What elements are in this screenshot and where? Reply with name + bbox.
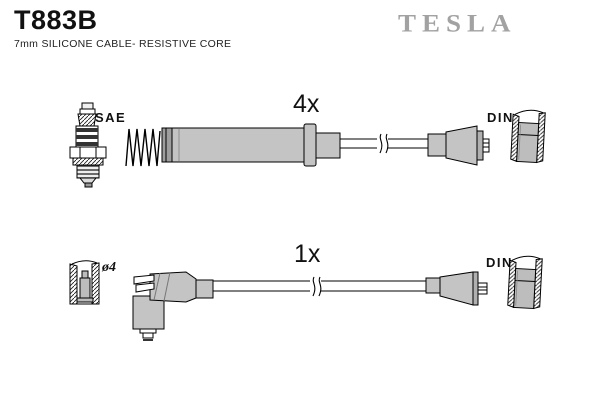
socket-4mm-cutaway-icon <box>69 260 100 305</box>
header: T883B 7mm SILICONE CABLE- RESISTIVE CORE <box>14 5 232 50</box>
diameter-4mm-label: ø4 <box>101 260 116 275</box>
straight-boot-icon <box>161 123 341 167</box>
sae-label: SAE <box>95 110 126 125</box>
din-label-bottom: DIN <box>486 255 513 270</box>
spark-plug-icon <box>69 102 107 188</box>
cable-break-icon-bottom <box>309 276 322 297</box>
din-socket-cutaway-icon-top <box>510 108 546 164</box>
top-cable-assembly: SAE 4x DIN <box>69 90 546 188</box>
din-socket-cutaway-icon-bottom <box>507 254 543 310</box>
tesla-logo: TESLA <box>398 9 517 37</box>
din-label-top: DIN <box>487 110 514 125</box>
bottom-cable-assembly: ø4 1x DIN <box>69 240 543 341</box>
angled-boot-icon <box>132 271 214 341</box>
distributor-connector-top <box>427 125 490 166</box>
product-subtitle: 7mm SILICONE CABLE- RESISTIVE CORE <box>14 37 232 50</box>
distributor-connector-bottom <box>425 271 488 306</box>
top-quantity-label: 4x <box>293 90 320 118</box>
coil-spring-icon <box>125 128 161 167</box>
part-number: T883B <box>14 5 98 35</box>
cable-break-icon <box>376 133 389 154</box>
bottom-quantity-label: 1x <box>294 240 321 268</box>
